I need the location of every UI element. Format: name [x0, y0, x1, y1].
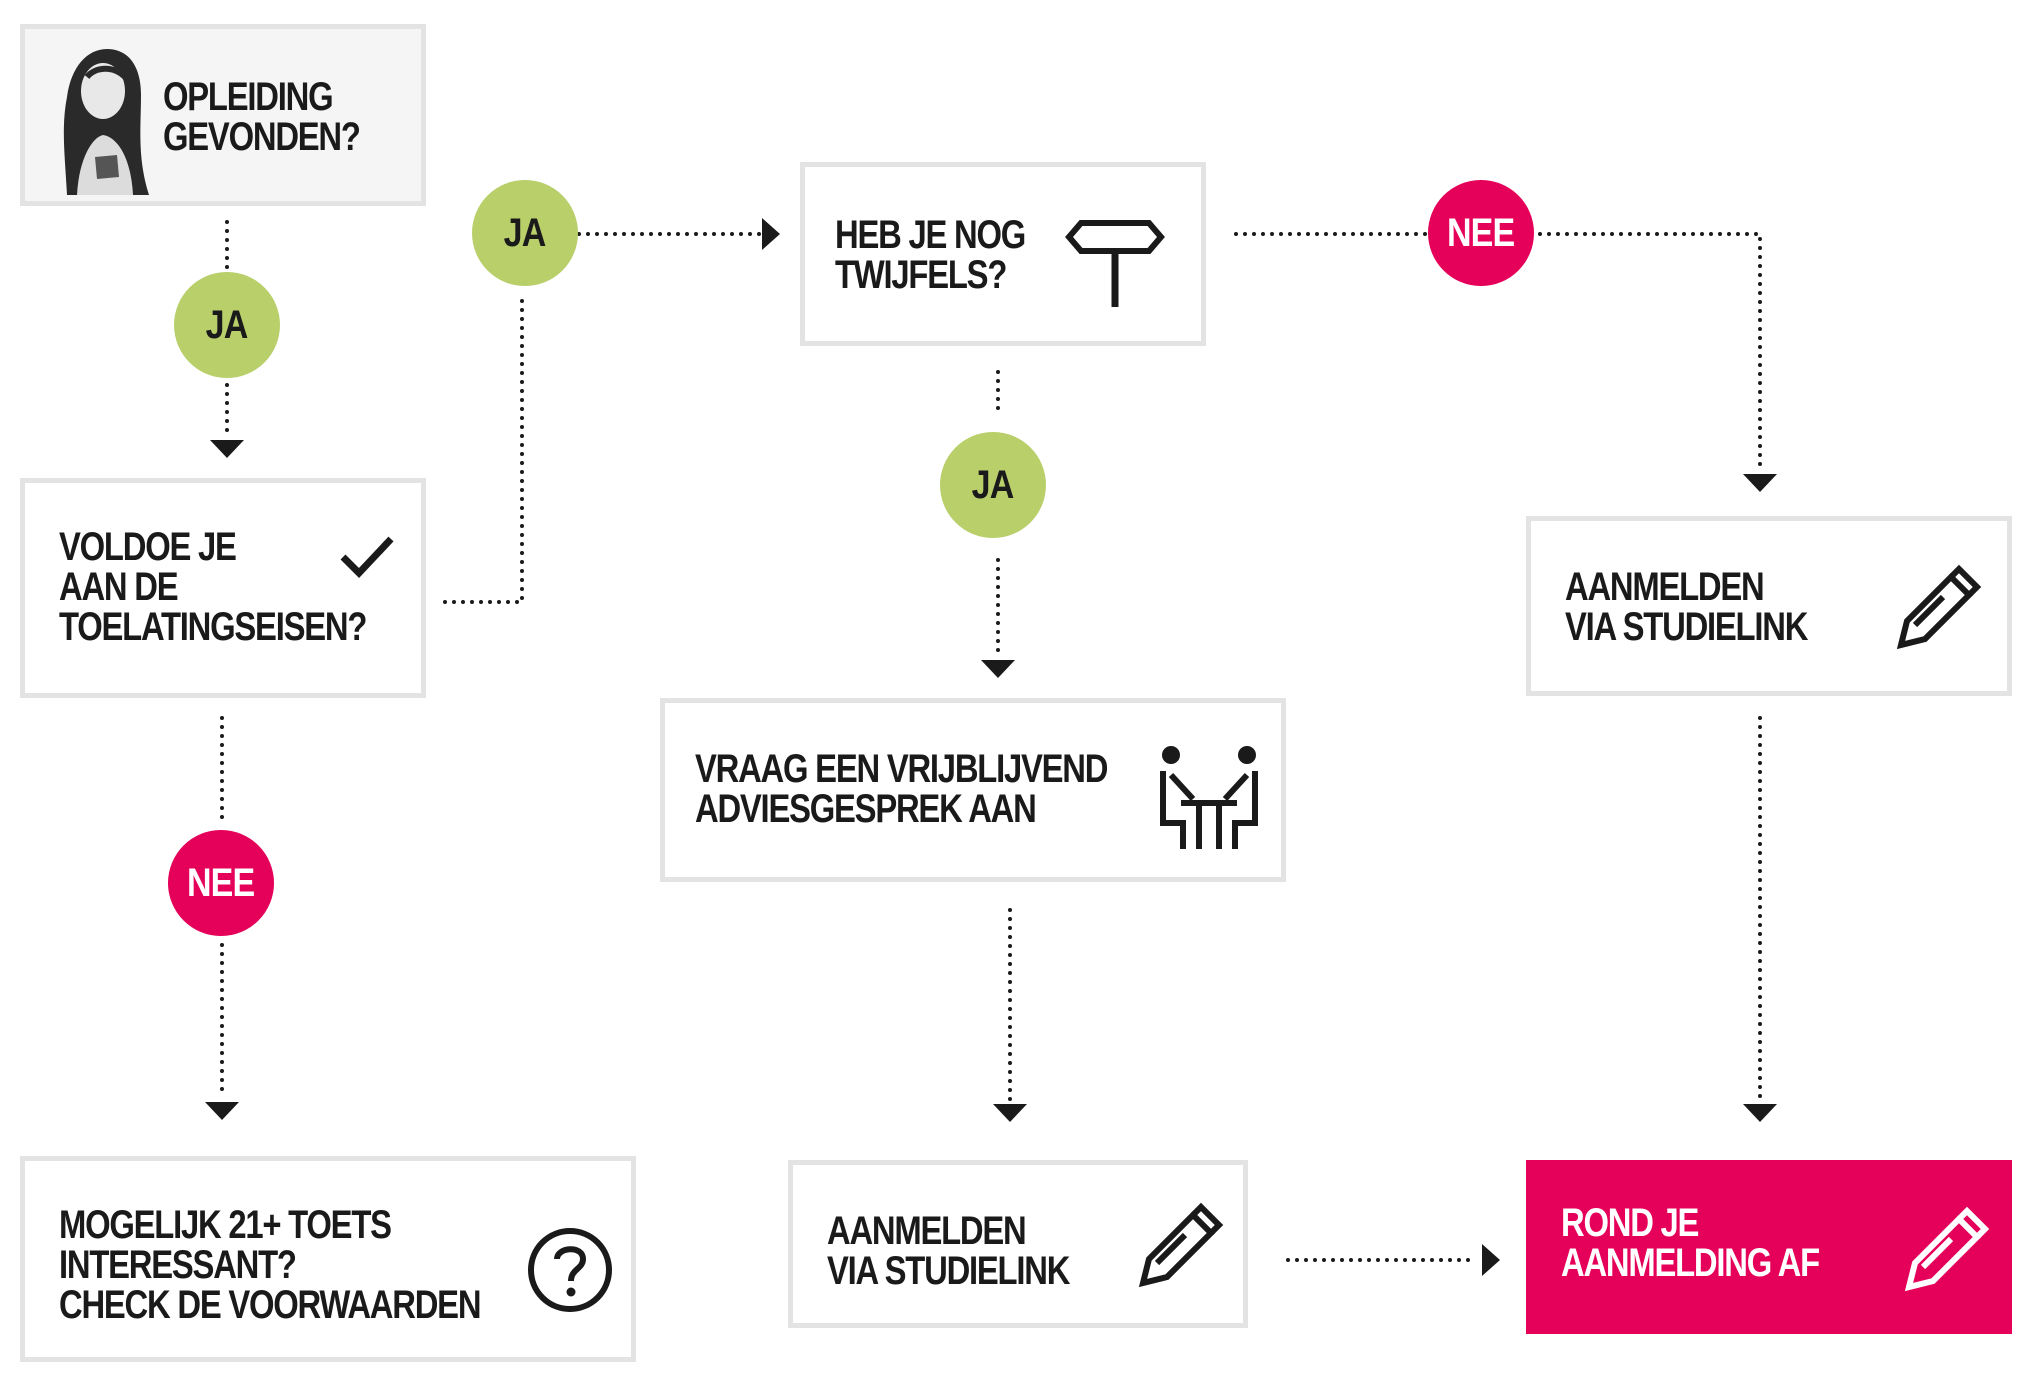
arrowhead: [1743, 474, 1777, 492]
badge-label: JA: [206, 302, 249, 347]
badge-nee-twijfels: NEE: [1428, 180, 1534, 286]
node-label: HEB JE NOG TWIJFELS?: [835, 213, 1026, 297]
question-icon: [528, 1228, 612, 1312]
meeting-icon: [1160, 746, 1258, 849]
arrowhead: [205, 1102, 239, 1120]
node-label: VOLDOE JE AAN DE TOELATINGSEISEN?: [59, 525, 367, 649]
badge-ja-twijfels: JA: [940, 432, 1046, 538]
node-label: MOGELIJK 21+ TOETS INTERESSANT? CHECK DE…: [59, 1203, 482, 1327]
node-label: OPLEIDING GEVONDEN?: [163, 75, 361, 159]
node-rond-aanmelding-af: ROND JE AANMELDING AF: [1526, 1160, 2012, 1334]
node-21-toets: MOGELIJK 21+ TOETS INTERESSANT? CHECK DE…: [20, 1156, 636, 1362]
node-twijfels: HEB JE NOG TWIJFELS?: [800, 162, 1206, 346]
connector-nee-aanmelden: [1538, 232, 1762, 472]
pencil-icon: [1904, 1206, 1990, 1292]
node-label: VRAAG EEN VRIJBLIJVEND ADVIESGESPREK AAN: [695, 747, 1108, 831]
arrowhead: [981, 660, 1015, 678]
person-photo-icon: [63, 49, 149, 195]
badge-label: JA: [972, 462, 1015, 507]
badge-label: NEE: [187, 860, 255, 905]
connector-toelating-ja: [443, 290, 524, 604]
node-opleiding-gevonden: OPLEIDING GEVONDEN?: [20, 24, 426, 206]
pencil-icon: [1138, 1202, 1224, 1288]
arrowhead: [993, 1104, 1027, 1122]
node-aanmelden-studielink-right: AANMELDEN VIA STUDIELINK: [1526, 516, 2012, 696]
node-label: AANMELDEN VIA STUDIELINK: [827, 1209, 1070, 1293]
badge-label: JA: [504, 210, 547, 255]
node-aanmelden-studielink-mid: AANMELDEN VIA STUDIELINK: [788, 1160, 1248, 1328]
node-adviesgesprek: VRAAG EEN VRIJBLIJVEND ADVIESGESPREK AAN: [660, 698, 1286, 882]
arrowhead: [210, 440, 244, 458]
node-toelatingseisen: VOLDOE JE AAN DE TOELATINGSEISEN?: [20, 478, 426, 698]
arrowhead: [1482, 1244, 1500, 1276]
badge-nee-toelating: NEE: [168, 830, 274, 936]
node-label: AANMELDEN VIA STUDIELINK: [1565, 565, 1808, 649]
badge-ja-toelating: JA: [472, 180, 578, 286]
badge-ja-opleiding: JA: [174, 272, 280, 378]
checkmark-icon: [340, 536, 394, 579]
badge-label: NEE: [1447, 210, 1515, 255]
pencil-icon: [1896, 564, 1982, 650]
signpost-icon: [1065, 220, 1165, 307]
arrowhead: [1743, 1104, 1777, 1122]
arrowhead: [762, 218, 780, 250]
node-label: ROND JE AANMELDING AF: [1561, 1201, 1820, 1285]
